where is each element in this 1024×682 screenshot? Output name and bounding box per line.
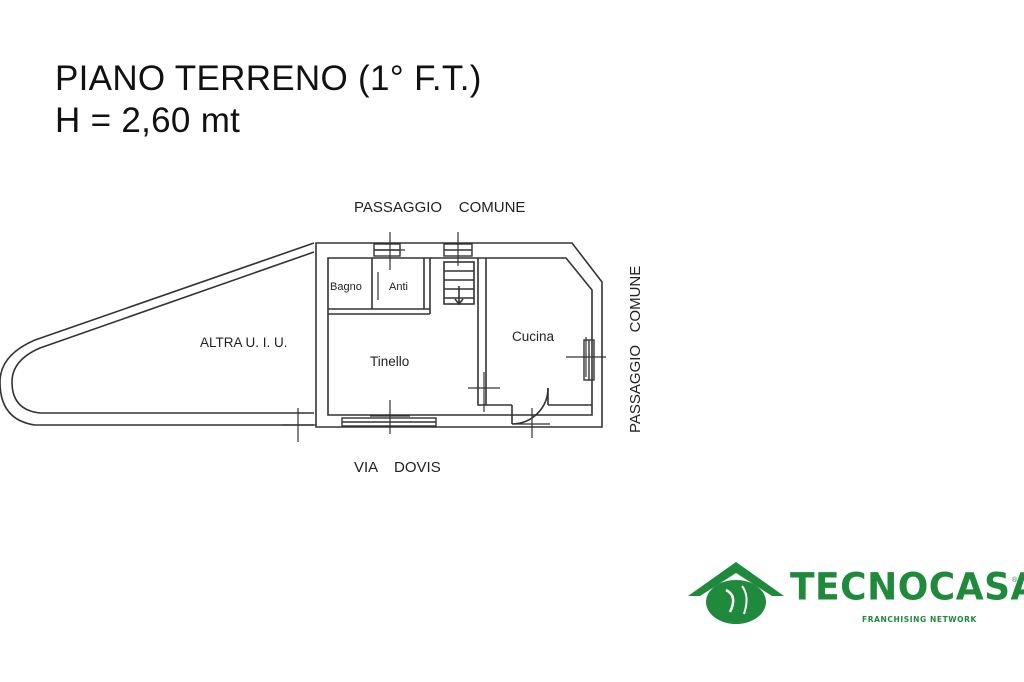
floor-title: PIANO TERRENO (1° F.T.) — [55, 59, 482, 98]
other-unit-outline — [0, 242, 315, 426]
ceiling-height: H = 2,60 mt — [55, 101, 241, 140]
passage-top-label: PASSAGGIO COMUNE — [354, 199, 525, 216]
plan-title: PIANO TERRENO (1° F.T.) H = 2,60 mt — [55, 58, 482, 142]
bathroom-label: Bagno — [330, 281, 362, 293]
crosshair-markers — [282, 232, 606, 442]
street-label: VIA DOVIS — [354, 459, 441, 476]
registered-mark: ® — [1012, 577, 1018, 584]
passage-right-label: PASSAGGIO COMUNE — [627, 266, 644, 433]
living-room-label: Tinello — [370, 354, 409, 369]
tecnocasa-logo: TECNOCASA ® FRANCHISING NETWORK — [686, 560, 1024, 630]
other-unit-label: ALTRA U. I. U. — [200, 335, 288, 350]
antibathroom-label: Anti — [389, 281, 408, 293]
apartment-walls — [315, 242, 603, 428]
house-logo-icon — [688, 562, 784, 624]
logo-subtitle: FRANCHISING NETWORK — [862, 615, 977, 624]
logo-wordmark: TECNOCASA — [790, 566, 1024, 610]
kitchen-label: Cucina — [512, 329, 555, 344]
